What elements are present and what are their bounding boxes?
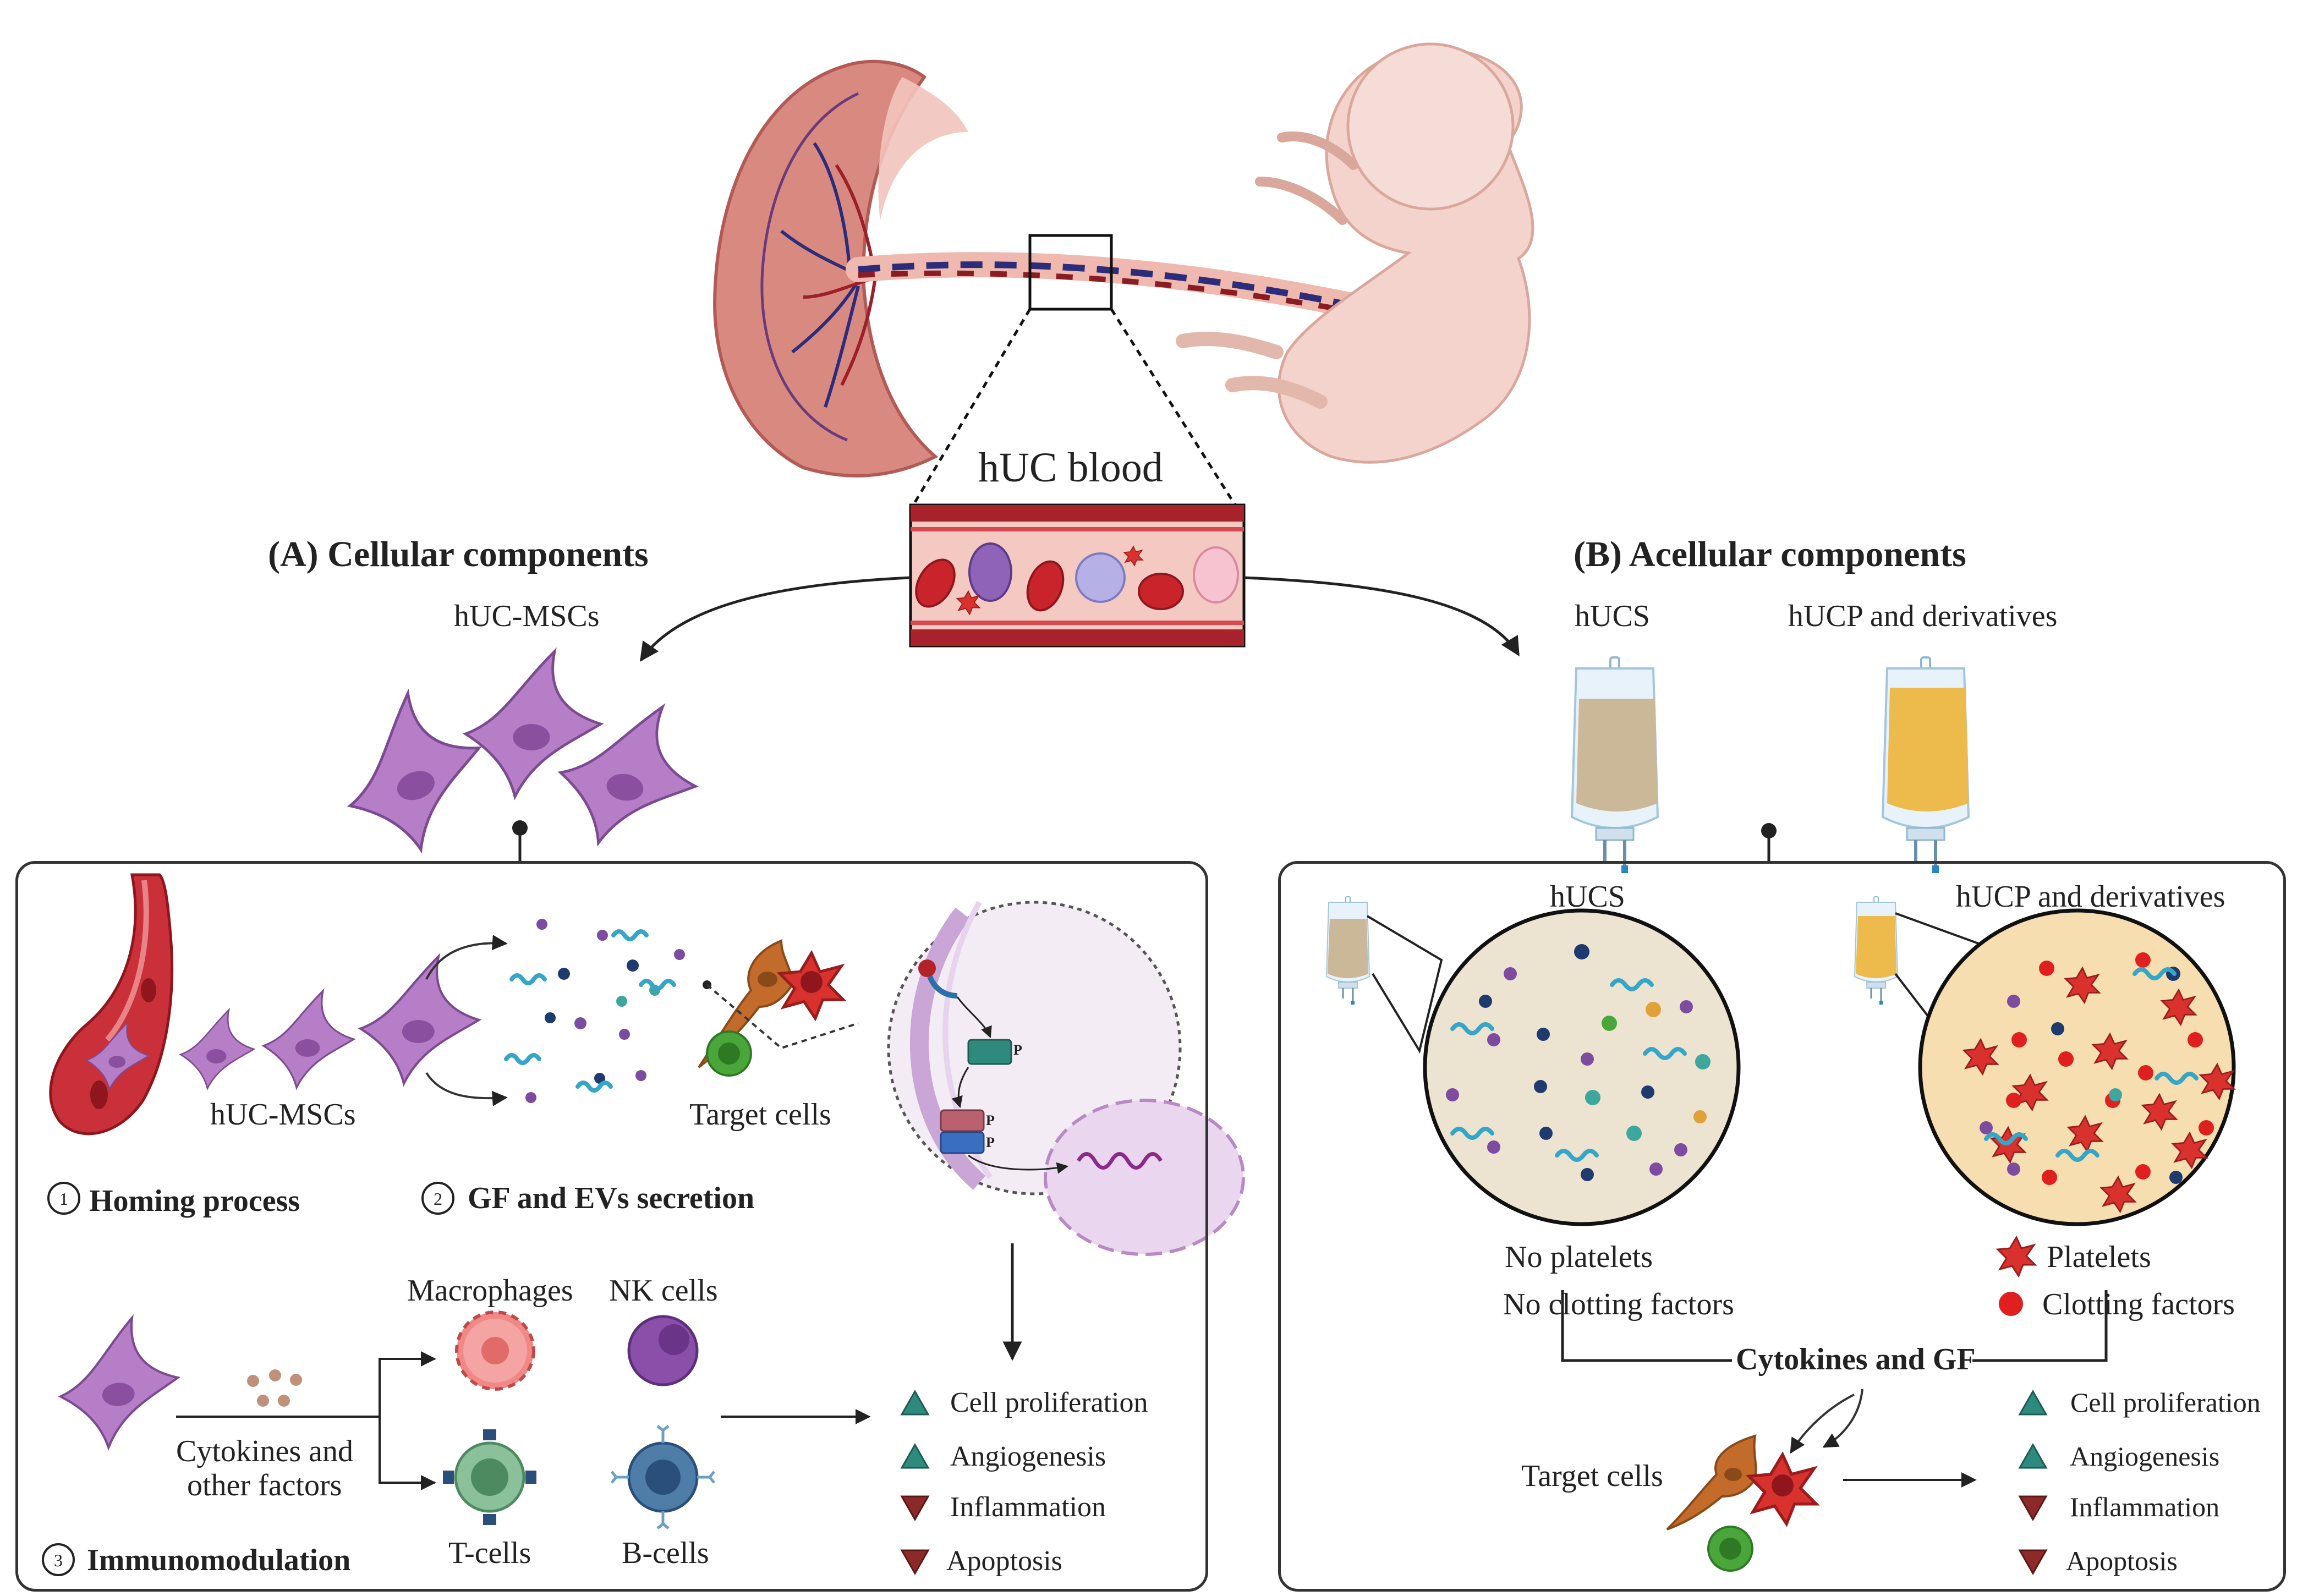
target-cells-a	[698, 939, 843, 1077]
panel-b-hucp-label: hUCP and derivatives	[1956, 880, 2225, 914]
cord-zoom-box	[1028, 234, 1113, 311]
step3-label: Immunomodulation	[87, 1543, 351, 1577]
panel-acellular	[1278, 861, 2286, 1592]
panel-a-msc-label: hUC-MSCs	[210, 1098, 356, 1132]
diagram-title: hUC blood	[978, 445, 1163, 491]
hucs-circle	[1423, 908, 1741, 1226]
target-cells-b	[1666, 1434, 1816, 1572]
section-b-title: (B) Acellular components	[1574, 534, 1966, 574]
effect-a-angiogenesis: Angiogenesis	[950, 1441, 1106, 1472]
clotting-label: Clotting factors	[2042, 1287, 2235, 1321]
step1-label: Homing process	[89, 1184, 300, 1218]
effect-a-inflammation: Inflammation	[950, 1491, 1106, 1523]
vessel-illustration	[49, 873, 174, 1136]
b-cells-label: B-cells	[622, 1536, 709, 1570]
placenta-illustration	[713, 59, 968, 478]
secreted-factors	[504, 919, 685, 1103]
b-cell	[611, 1425, 715, 1529]
t-cell	[443, 1429, 536, 1525]
p-mark-2: P	[986, 1112, 995, 1128]
step3-number: 3	[54, 1550, 63, 1570]
umbilical-cord	[846, 234, 1377, 506]
effect-a-apoptosis: Apoptosis	[946, 1545, 1062, 1577]
section-a-cells-label: hUC-MSCs	[454, 599, 600, 633]
effect-b-inflammation: Inflammation	[2070, 1491, 2220, 1522]
section-b-bag1-label: hUCS	[1575, 599, 1650, 633]
no-clotting-label: No clotting factors	[1503, 1287, 1734, 1321]
p-mark-1: P	[1013, 1042, 1022, 1058]
blood-vessel-box	[909, 503, 1246, 648]
nk-cells-label: NK cells	[609, 1274, 718, 1308]
step1-number: 1	[59, 1189, 68, 1209]
no-platelets-label: No platelets	[1505, 1240, 1653, 1274]
macrophages-label: Macrophages	[407, 1274, 573, 1308]
platelets-label: Platelets	[2047, 1240, 2151, 1274]
effect-b-angiogenesis: Angiogenesis	[2070, 1441, 2220, 1472]
cytokines-label-line1: Cytokines and	[176, 1434, 353, 1468]
fetus-illustration	[1176, 42, 1534, 464]
cytokines-label-line2: other factors	[187, 1468, 342, 1502]
panel-a-target-label: Target cells	[689, 1098, 831, 1132]
step2-label: GF and EVs secretion	[468, 1181, 755, 1215]
effect-b-apoptosis: Apoptosis	[2066, 1545, 2178, 1576]
panel-b-target-label: Target cells	[1521, 1459, 1663, 1493]
effect-a-proliferation: Cell proliferation	[950, 1387, 1148, 1418]
signaling-zoom	[887, 901, 1245, 1256]
step2-number: 2	[434, 1189, 442, 1209]
nk-cell	[627, 1315, 699, 1386]
panel-cellular	[15, 861, 1208, 1592]
effect-b-proliferation: Cell proliferation	[2070, 1387, 2261, 1418]
section-b-bag2-label: hUCP and derivatives	[1788, 599, 2058, 633]
t-cells-label: T-cells	[448, 1536, 531, 1570]
panel-b-hucs-label: hUCS	[1550, 880, 1625, 914]
macrophage-cell	[455, 1310, 535, 1391]
cytokine-dots	[247, 1369, 302, 1407]
hucp-circle	[1918, 908, 2236, 1226]
cytokines-gf-label: Cytokines and GF	[1736, 1342, 1976, 1376]
section-a-title: (A) Cellular components	[268, 534, 649, 574]
p-mark-3: P	[986, 1134, 995, 1150]
